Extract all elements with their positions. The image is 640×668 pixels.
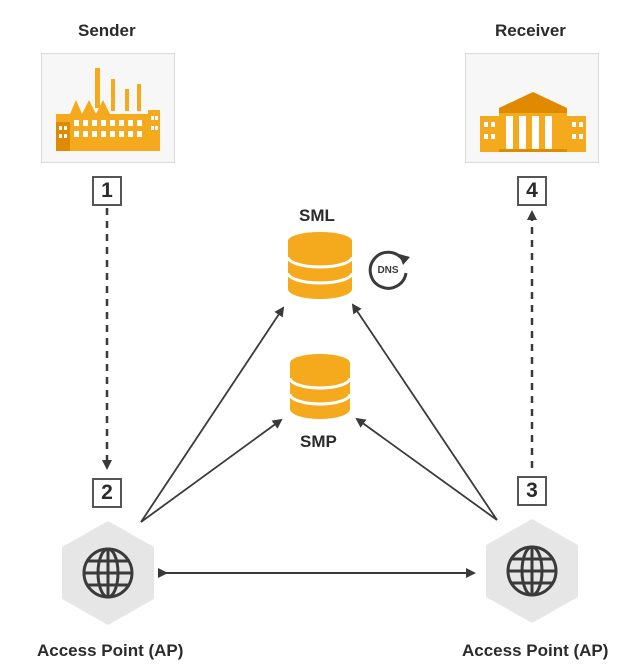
access-point-right-label: Access Point (AP) xyxy=(462,641,609,660)
smp-label: SMP xyxy=(300,432,337,451)
sml-database-icon xyxy=(286,232,354,299)
arrow-ap-left-to-smp xyxy=(140,418,283,523)
access-point-left-label: Access Point (AP) xyxy=(37,641,184,660)
globe-icon xyxy=(82,547,134,599)
step-3-badge: 3 xyxy=(517,476,547,506)
receiver-card xyxy=(465,53,599,163)
sml-label: SML xyxy=(299,206,335,225)
access-point-left xyxy=(62,521,154,625)
step-1-badge: 1 xyxy=(92,176,122,206)
dns-text: DNS xyxy=(377,265,398,276)
building-icon xyxy=(480,92,586,152)
step-2-badge: 2 xyxy=(92,478,122,508)
arrow-ap-right-to-smp xyxy=(355,417,498,521)
sender-card xyxy=(41,53,175,163)
receiver-label: Receiver xyxy=(495,21,566,40)
sender-label: Sender xyxy=(78,21,136,40)
arrow-ap-right-to-sml xyxy=(351,303,498,521)
smp-database-icon xyxy=(288,354,352,419)
factory-icon xyxy=(56,68,160,151)
globe-icon xyxy=(506,545,558,597)
access-point-right xyxy=(486,519,578,623)
step-4-badge: 4 xyxy=(517,176,547,206)
dns-refresh-icon: DNS xyxy=(368,250,410,290)
arrow-ap-left-to-sml xyxy=(140,306,285,523)
